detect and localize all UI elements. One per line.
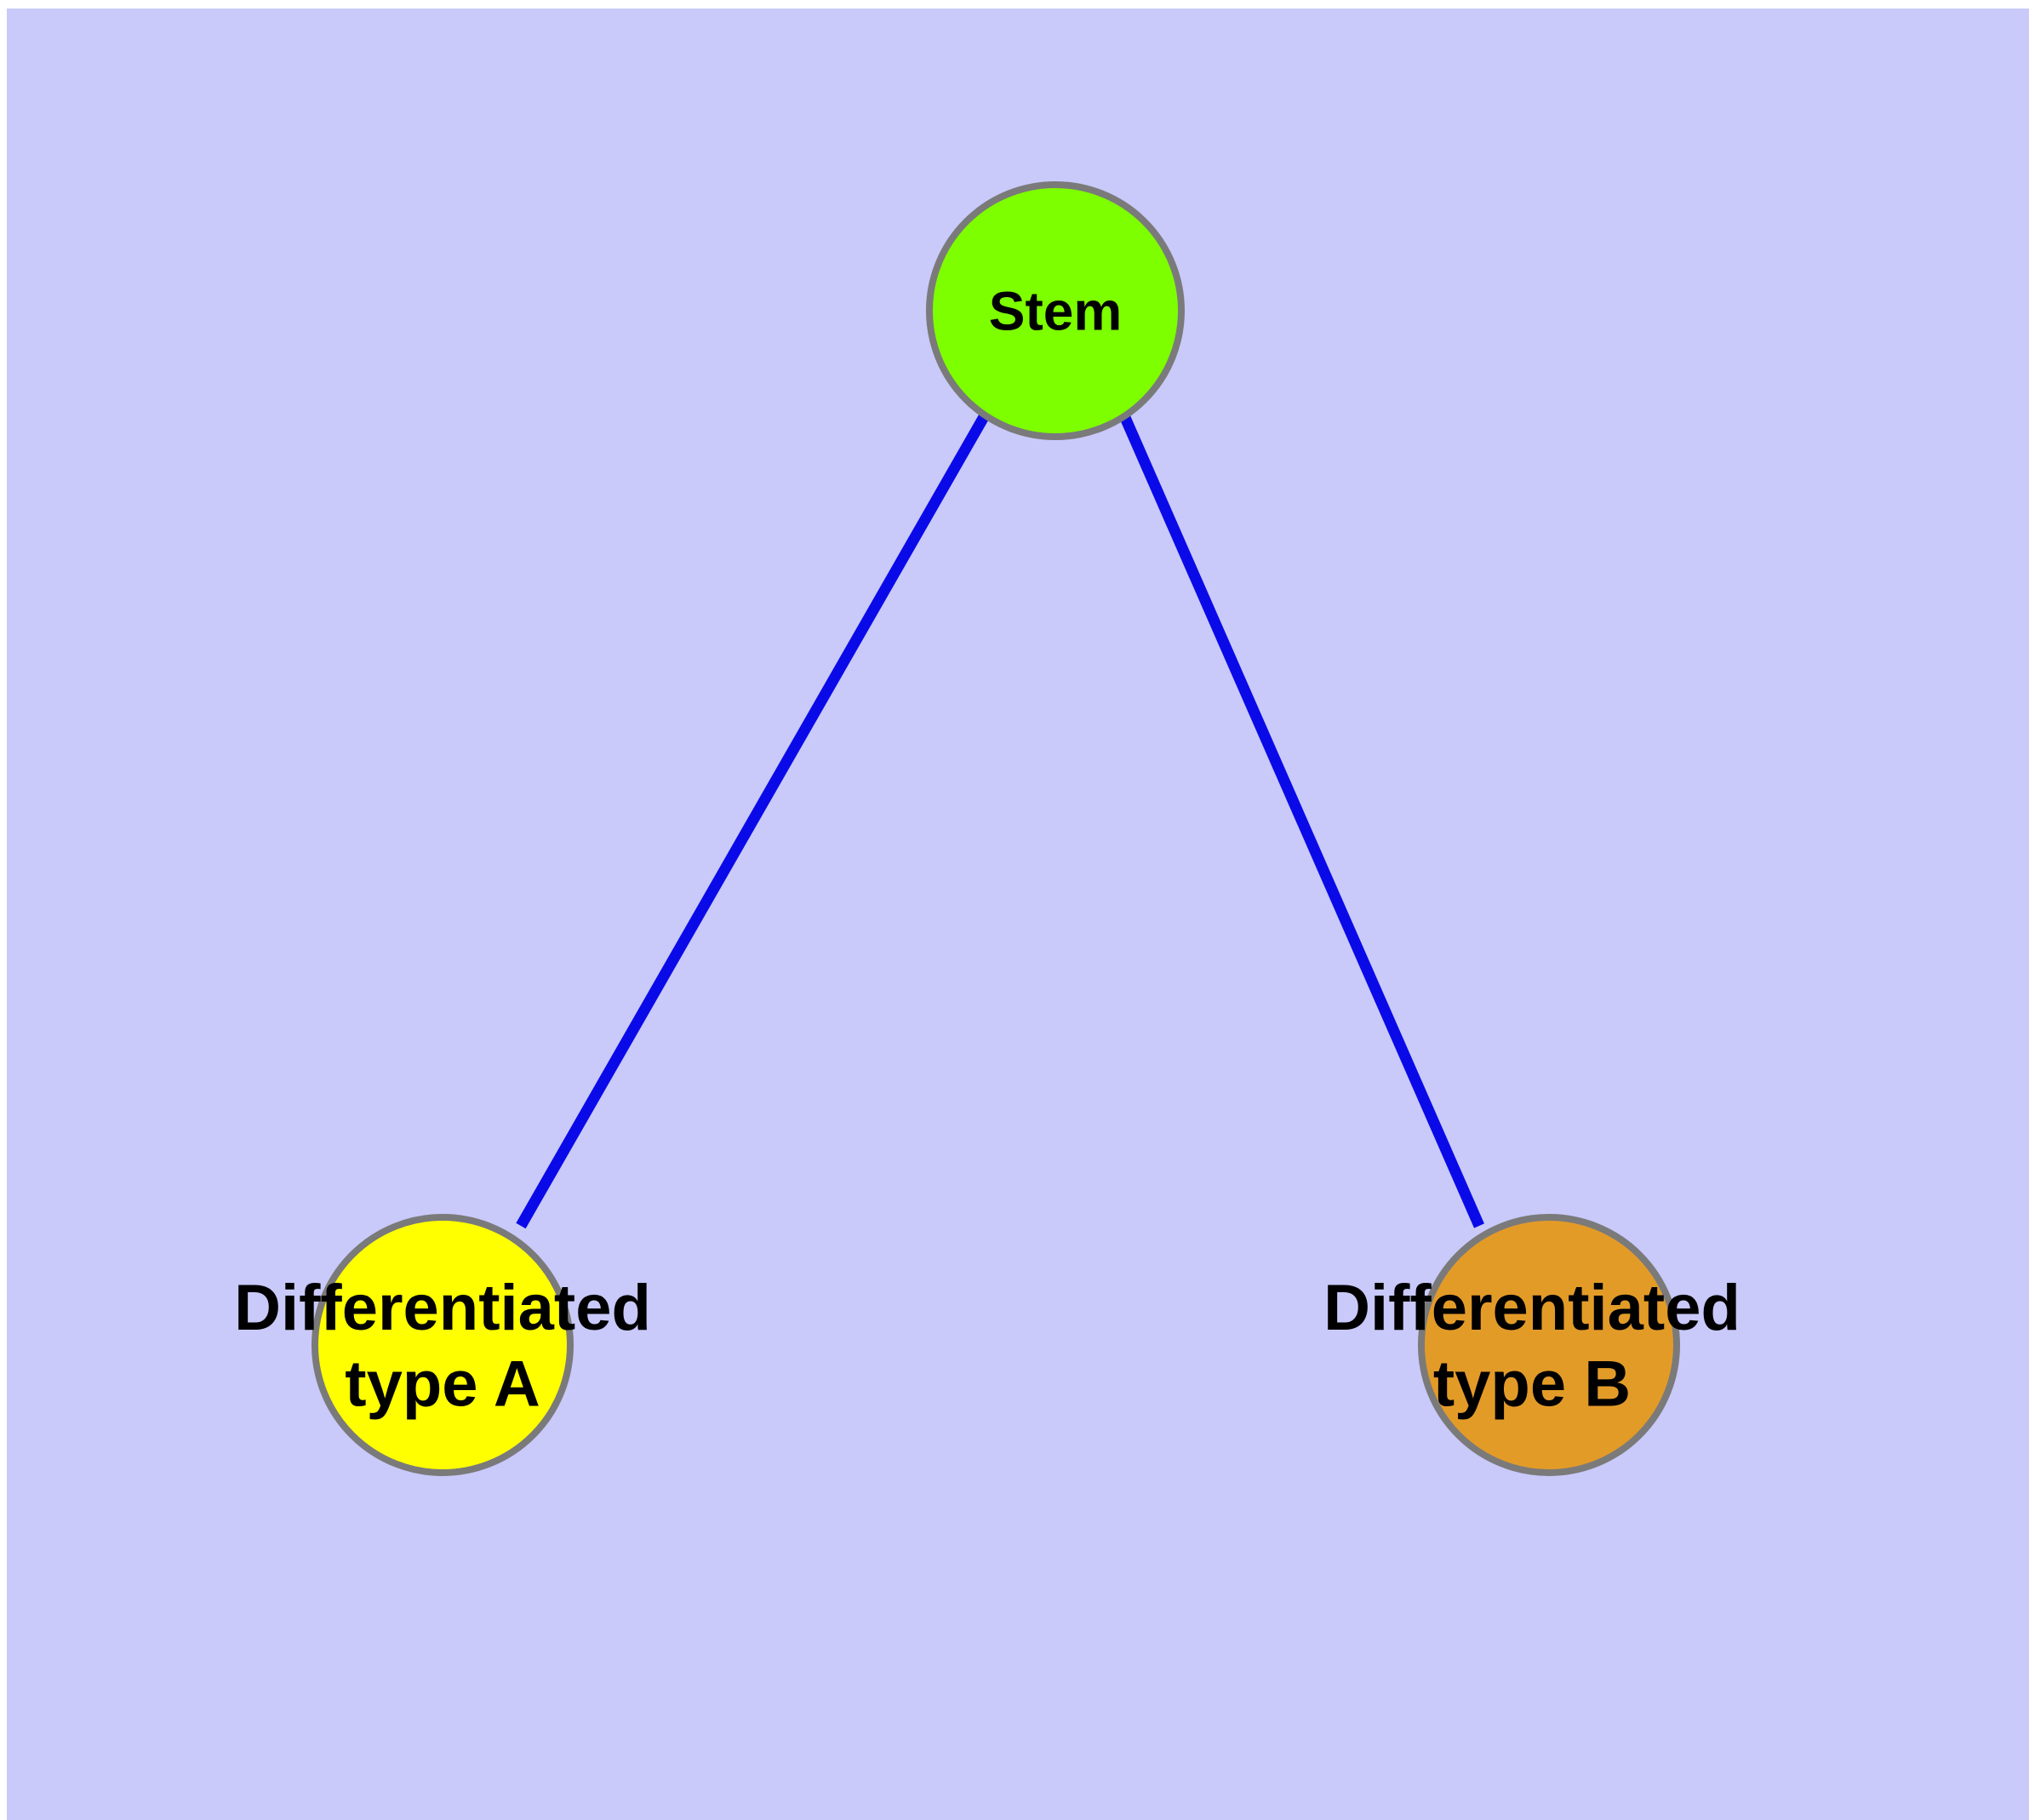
edge-stem-to-differentiated-type-b[interactable] bbox=[1118, 411, 1484, 1228]
node-stem-label: Stem bbox=[989, 280, 1123, 341]
node-differentiated-type-a-circle[interactable] bbox=[311, 1214, 574, 1476]
node-differentiated-type-b-circle[interactable] bbox=[1418, 1214, 1680, 1476]
edge-stem-to-differentiated-type-a[interactable] bbox=[516, 412, 990, 1229]
edge-layer bbox=[516, 411, 1484, 1229]
node-stem[interactable]: Stem bbox=[926, 181, 1185, 440]
node-stem-circle[interactable] bbox=[926, 181, 1185, 440]
